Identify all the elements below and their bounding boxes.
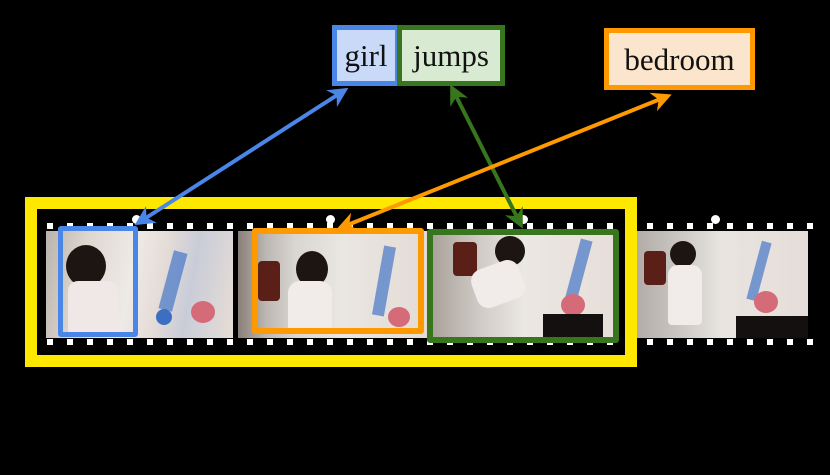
sprocket-hole (187, 223, 193, 229)
frame-1 (46, 231, 233, 338)
sprocket-hole (287, 223, 293, 229)
label-girl: girl (332, 25, 400, 86)
flower-pattern (754, 291, 778, 313)
sprocket-hole (407, 339, 413, 345)
sprocket-hole (307, 339, 313, 345)
girl-silhouette (66, 245, 106, 287)
bed-shadow (543, 314, 603, 339)
bbox-girl (58, 226, 138, 337)
sprocket-hole (767, 223, 773, 229)
sprocket-hole (287, 339, 293, 345)
sprocket-hole (67, 339, 73, 345)
sprocket-hole (807, 223, 813, 229)
sprocket-hole (647, 339, 653, 345)
sprocket-hole (347, 339, 353, 345)
flower-pattern (388, 307, 410, 327)
label-jumps: jumps (397, 25, 505, 86)
sprocket-hole (107, 339, 113, 345)
dress (68, 281, 118, 333)
sprocket-hole (167, 339, 173, 345)
sprocket-hole (127, 339, 133, 345)
sprocket-hole (387, 339, 393, 345)
sprocket-hole (207, 223, 213, 229)
sprocket-hole (727, 223, 733, 229)
bed-shadow (736, 316, 808, 338)
stool (258, 261, 280, 301)
label-bedroom-text: bedroom (624, 41, 735, 77)
dress (288, 281, 332, 333)
sprocket-hole (767, 339, 773, 345)
arrow-bedroom (336, 92, 672, 232)
flower-pattern (191, 301, 215, 323)
label-jumps-text: jumps (413, 38, 489, 73)
frame-4 (636, 231, 808, 338)
flower-pattern (561, 294, 585, 316)
sprocket-hole (307, 223, 313, 229)
sprocket-hole (147, 339, 153, 345)
frame-3 (433, 234, 615, 339)
arrow-jumps (450, 84, 523, 229)
girl-silhouette (670, 241, 696, 267)
dress (668, 265, 702, 325)
arrow-girl (134, 87, 349, 226)
sprocket-hole (267, 339, 273, 345)
label-girl-text: girl (344, 38, 388, 73)
sprocket-hole (707, 223, 713, 229)
sprocket-hole (707, 339, 713, 345)
sprocket-hole (47, 339, 53, 345)
label-bedroom: bedroom (604, 28, 755, 90)
sprocket-hole (327, 223, 333, 229)
flower-pattern (156, 309, 172, 325)
sprocket-hole (367, 339, 373, 345)
sprocket-hole (227, 223, 233, 229)
sprocket-hole (247, 223, 253, 229)
stool (644, 251, 666, 285)
sprocket-hole (267, 223, 273, 229)
sprocket-hole (787, 339, 793, 345)
sprocket-hole (787, 223, 793, 229)
sprocket-hole (747, 223, 753, 229)
stool (453, 242, 477, 276)
sprocket-hole (47, 223, 53, 229)
sprocket-hole (687, 339, 693, 345)
sprocket-hole (667, 339, 673, 345)
sprocket-hole (807, 339, 813, 345)
sprocket-hole (207, 339, 213, 345)
sprocket-hole (167, 223, 173, 229)
sprocket-hole (87, 339, 93, 345)
sprocket-hole (187, 339, 193, 345)
anchor-dot-frame4 (711, 215, 720, 224)
sprocket-hole (687, 223, 693, 229)
frame-2 (238, 231, 428, 338)
sprocket-hole (247, 339, 253, 345)
sprocket-hole (727, 339, 733, 345)
sprocket-hole (327, 339, 333, 345)
sprocket-hole (147, 223, 153, 229)
sprocket-hole (747, 339, 753, 345)
sprocket-hole (227, 339, 233, 345)
bbox-jumps (427, 229, 619, 343)
